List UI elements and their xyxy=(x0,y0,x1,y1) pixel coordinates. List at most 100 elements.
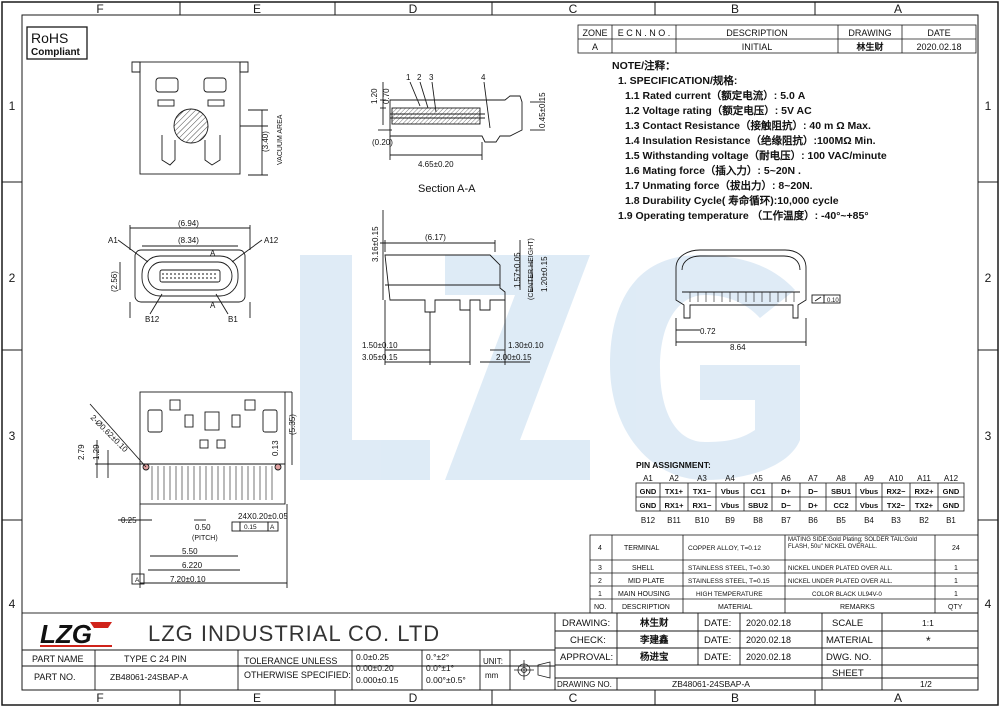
svg-text:(0.20): (0.20) xyxy=(372,138,393,147)
bom-remarks: COLOR BLACK UL94V-0 xyxy=(812,591,882,598)
footprint-view-labels: 2-Ø0.62±0.10 2.79 1.29 0.13 (5.35) 0.25 … xyxy=(77,413,297,584)
svg-text:TX2−: TX2− xyxy=(887,501,906,510)
svg-text:D−: D− xyxy=(781,501,791,510)
col-label-top: C xyxy=(569,2,578,16)
bom-material: HIGH TEMPERATURE xyxy=(696,591,763,598)
svg-text:OTHERWISE SPECIFIED:: OTHERWISE SPECIFIED: xyxy=(244,670,351,680)
svg-text:A12: A12 xyxy=(264,236,279,245)
spec-item: 1.6 Mating force（插入力）: 5~20N . xyxy=(625,164,801,177)
bom-header: MATERIAL xyxy=(718,604,753,611)
spec-item: 1.2 Voltage rating（额定电压）: 5V AC xyxy=(625,104,812,117)
bom-material: STAINLESS STEEL, T=0.15 xyxy=(688,578,770,585)
svg-text:DWG. NO.: DWG. NO. xyxy=(826,652,871,663)
svg-text:B6: B6 xyxy=(808,516,818,525)
spec-item: 1.7 Unmating force（拔出力）: 8~20N. xyxy=(625,179,813,192)
svg-text:A: A xyxy=(210,301,216,310)
svg-text:ZB48061-24SBAP-A: ZB48061-24SBAP-A xyxy=(110,672,188,682)
svg-text:林生财: 林生财 xyxy=(856,41,883,52)
svg-text:0.70: 0.70 xyxy=(382,88,391,104)
svg-text:24X0.20±0.05: 24X0.20±0.05 xyxy=(238,512,288,521)
svg-text:4.65±0.20: 4.65±0.20 xyxy=(418,160,454,169)
svg-text:GND: GND xyxy=(943,501,960,510)
row-label-left: 3 xyxy=(9,429,16,443)
bom-no: 3 xyxy=(598,565,602,572)
svg-text:GND: GND xyxy=(640,487,657,496)
svg-text:ZB48061-24SBAP-A: ZB48061-24SBAP-A xyxy=(672,679,750,689)
svg-text:DESCRIPTION: DESCRIPTION xyxy=(726,28,788,38)
spec-title: 1. SPECIFICATION/规格: xyxy=(618,74,737,87)
bom-header: DESCRIPTION xyxy=(622,604,670,611)
svg-text:ZONE: ZONE xyxy=(582,28,607,38)
svg-text:Vbus: Vbus xyxy=(721,487,739,496)
bom-description: MAIN HOUSING xyxy=(618,591,670,598)
row-label-left: 4 xyxy=(9,597,16,611)
title-block: LZG LZG INDUSTRIAL CO. LTD PART NAME TYP… xyxy=(21,612,979,691)
svg-text:Vbus: Vbus xyxy=(860,487,878,496)
svg-text:0.13: 0.13 xyxy=(271,440,280,456)
svg-text:TX1+: TX1+ xyxy=(665,487,684,496)
svg-text:D+: D+ xyxy=(781,487,791,496)
svg-text:1.57±0.05: 1.57±0.05 xyxy=(513,252,522,288)
svg-text:B7: B7 xyxy=(781,516,791,525)
svg-text:(8.34): (8.34) xyxy=(178,236,199,245)
svg-text:A7: A7 xyxy=(808,474,818,483)
svg-text:RoHS: RoHS xyxy=(31,30,68,46)
svg-text:PART NO.: PART NO. xyxy=(34,672,76,682)
svg-text:2020.02.18: 2020.02.18 xyxy=(746,635,791,645)
svg-text:E C N . N O .: E C N . N O . xyxy=(618,28,671,38)
row-label-left: 2 xyxy=(9,271,16,285)
row-label-right: 4 xyxy=(985,597,992,611)
svg-text:0.°±2°: 0.°±2° xyxy=(426,652,449,662)
bom-remarks: NICKEL UNDER PLATED OVER ALL. xyxy=(788,578,893,585)
svg-text:DATE: DATE xyxy=(927,28,950,38)
svg-text:CC2: CC2 xyxy=(833,501,848,510)
pin-assignment: PIN ASSIGNMENT: A1 A2 A3 A4 A5 A6 A7 A8 … xyxy=(635,460,965,525)
bom-header: REMARKS xyxy=(840,604,875,611)
svg-text:2020.02.18: 2020.02.18 xyxy=(916,42,961,52)
svg-text:TX2+: TX2+ xyxy=(915,501,934,510)
svg-text:DATE:: DATE: xyxy=(704,652,731,663)
svg-text:6.220: 6.220 xyxy=(182,561,203,570)
pin-bottom-labels: B12 B11 B10 B9 B8 B7 B6 B5 B4 B3 B2 B1 xyxy=(641,516,957,525)
svg-text:DRAWING: DRAWING xyxy=(848,28,891,38)
revision-table: ZONE E C N . N O . DESCRIPTION DRAWING D… xyxy=(577,24,977,54)
bom-header: QTY xyxy=(948,604,963,611)
svg-text:(6.94): (6.94) xyxy=(178,219,199,228)
svg-text:A10: A10 xyxy=(889,474,904,483)
bom-no: 4 xyxy=(598,545,602,552)
col-label-top: B xyxy=(731,2,739,16)
svg-text:(3.40): (3.40) xyxy=(261,131,270,152)
bom-header: NO. xyxy=(594,604,607,611)
bom-description: MID PLATE xyxy=(628,578,665,585)
company-name: LZG INDUSTRIAL CO. LTD xyxy=(148,621,440,646)
svg-text:B12: B12 xyxy=(145,315,160,324)
svg-text:DRAWING NO.: DRAWING NO. xyxy=(557,680,612,689)
svg-text:(CENTER HEIGHT): (CENTER HEIGHT) xyxy=(528,238,535,300)
col-label-bottom: E xyxy=(253,691,261,705)
svg-text:B2: B2 xyxy=(919,516,929,525)
svg-text:A: A xyxy=(270,524,275,531)
rohs-stamp: RoHS Compliant xyxy=(26,26,88,60)
bom-no: 2 xyxy=(598,578,602,585)
svg-text:1.20: 1.20 xyxy=(370,88,379,104)
side-view-labels: 3.16±0.15 (6.17) 1.57±0.05 (CENTER HEIGH… xyxy=(362,226,549,362)
svg-text:1:1: 1:1 xyxy=(922,618,934,628)
svg-text:2.00±0.15: 2.00±0.15 xyxy=(496,353,532,362)
svg-text:Vbus: Vbus xyxy=(860,501,878,510)
svg-text:李建鑫: 李建鑫 xyxy=(639,634,669,646)
col-label-top: E xyxy=(253,2,261,16)
spec-item: 1.9 Operating temperature （工作温度）: -40°~+… xyxy=(618,209,869,222)
svg-text:A6: A6 xyxy=(781,474,791,483)
bom-remarks: NICKEL UNDER PLATED OVER ALL. xyxy=(788,565,893,572)
svg-text:A: A xyxy=(592,42,598,52)
svg-text:8.64: 8.64 xyxy=(730,343,746,352)
bom-qty: 24 xyxy=(952,545,960,552)
svg-text:DATE:: DATE: xyxy=(704,618,731,629)
section-a-a-view xyxy=(378,81,545,160)
bom-no: 1 xyxy=(598,591,602,598)
svg-text:0.72: 0.72 xyxy=(700,327,716,336)
svg-text:SHEET: SHEET xyxy=(832,668,864,679)
col-label-top: F xyxy=(96,2,103,16)
spec-item: 1.3 Contact Resistance（接触阻抗）: 40 m Ω Max… xyxy=(625,119,871,132)
svg-text:2020.02.18: 2020.02.18 xyxy=(746,618,791,628)
